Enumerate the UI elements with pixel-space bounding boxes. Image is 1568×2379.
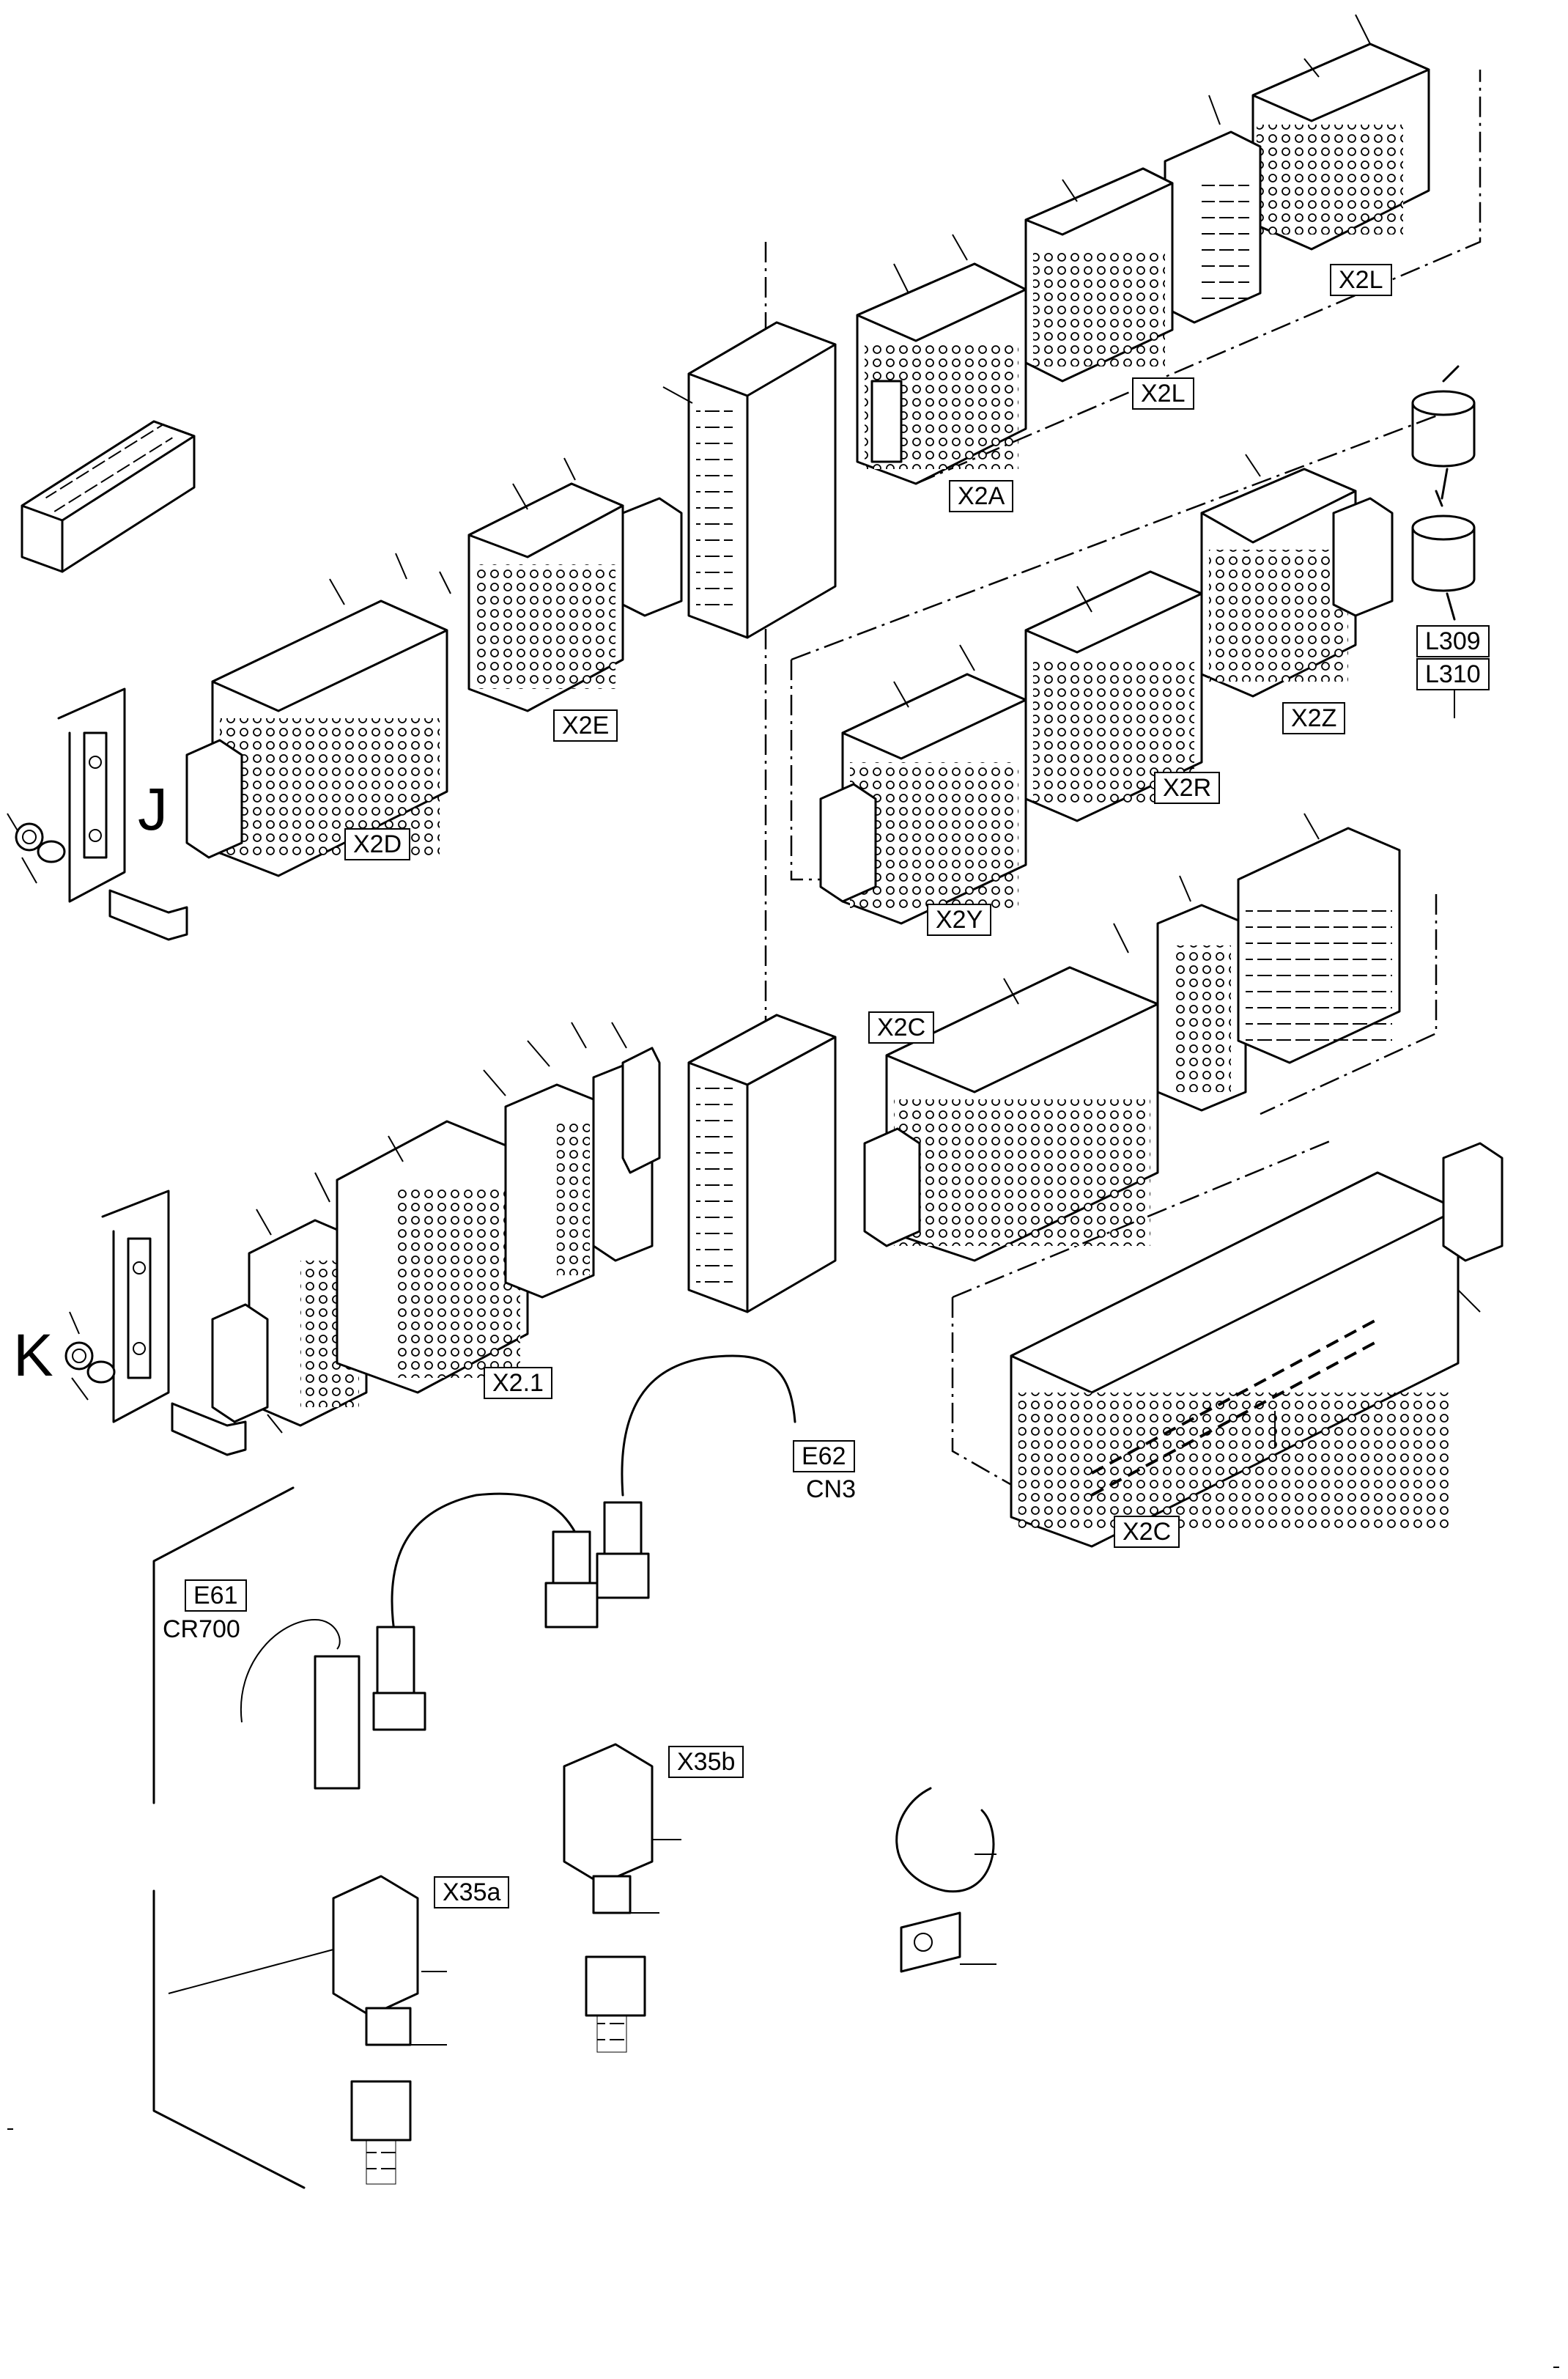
label-x2c-lower: X2C [1114, 1516, 1180, 1548]
terminal-block-x2y [819, 644, 1027, 925]
label-x2l-top: X2L [1330, 264, 1392, 296]
label-x2e: X2E [553, 709, 618, 742]
label-x2d: X2D [344, 828, 411, 860]
terminal-block-x2d [185, 553, 451, 877]
wiring-channel-lower [687, 1014, 837, 1313]
label-x2l-mid: X2L [1132, 377, 1194, 410]
terminal-block-x2l-fuse [1164, 95, 1262, 324]
terminal-block-x2r [1024, 570, 1203, 822]
terminal-block-x2c-lower [1010, 1142, 1504, 1548]
mounting-bracket-k [64, 1190, 247, 1456]
label-l310: L310 [1416, 658, 1490, 690]
label-cn3: CN3 [806, 1475, 857, 1503]
terminal-block-x2l-top [1251, 14, 1430, 251]
harness-frame [152, 1486, 295, 1804]
terminal-block-x2c-upper [863, 813, 1401, 1262]
label-j: J [138, 776, 168, 843]
label-x2c-upper: X2C [868, 1011, 935, 1044]
label-x2r: X2R [1154, 772, 1221, 804]
harness-frame-lower [152, 1889, 306, 2189]
cable-duct [21, 419, 196, 573]
label-e62: E62 [793, 1440, 855, 1472]
label-cr700: CR700 [163, 1615, 240, 1643]
identification-tag [900, 1911, 996, 1973]
wiring-channel-upper [662, 321, 837, 639]
label-l309: L309 [1416, 625, 1490, 657]
label-x2-1: X2.1 [484, 1367, 552, 1399]
label-x2y: X2Y [927, 904, 992, 936]
label-e61: E61 [185, 1579, 247, 1612]
label-x35b: X35b [668, 1746, 744, 1778]
label-x2a: X2A [949, 480, 1014, 512]
ferrite-core-l309 [1411, 365, 1476, 500]
label-k: K [13, 1322, 53, 1389]
mounting-bracket-j [7, 687, 188, 941]
sensor-harness [168, 1354, 796, 2185]
cable-tie [895, 1787, 996, 1893]
group-frame-lines [764, 70, 1482, 1511]
label-x35a: X35a [434, 1876, 510, 1908]
terminal-block-x2z [1200, 454, 1394, 698]
terminal-block-x2-1 [211, 1022, 661, 1434]
terminal-block-x2e [467, 457, 683, 712]
label-x2z: X2Z [1282, 702, 1346, 734]
terminal-block-x2a [856, 234, 1027, 485]
terminal-block-x2l-mid [1024, 167, 1174, 383]
